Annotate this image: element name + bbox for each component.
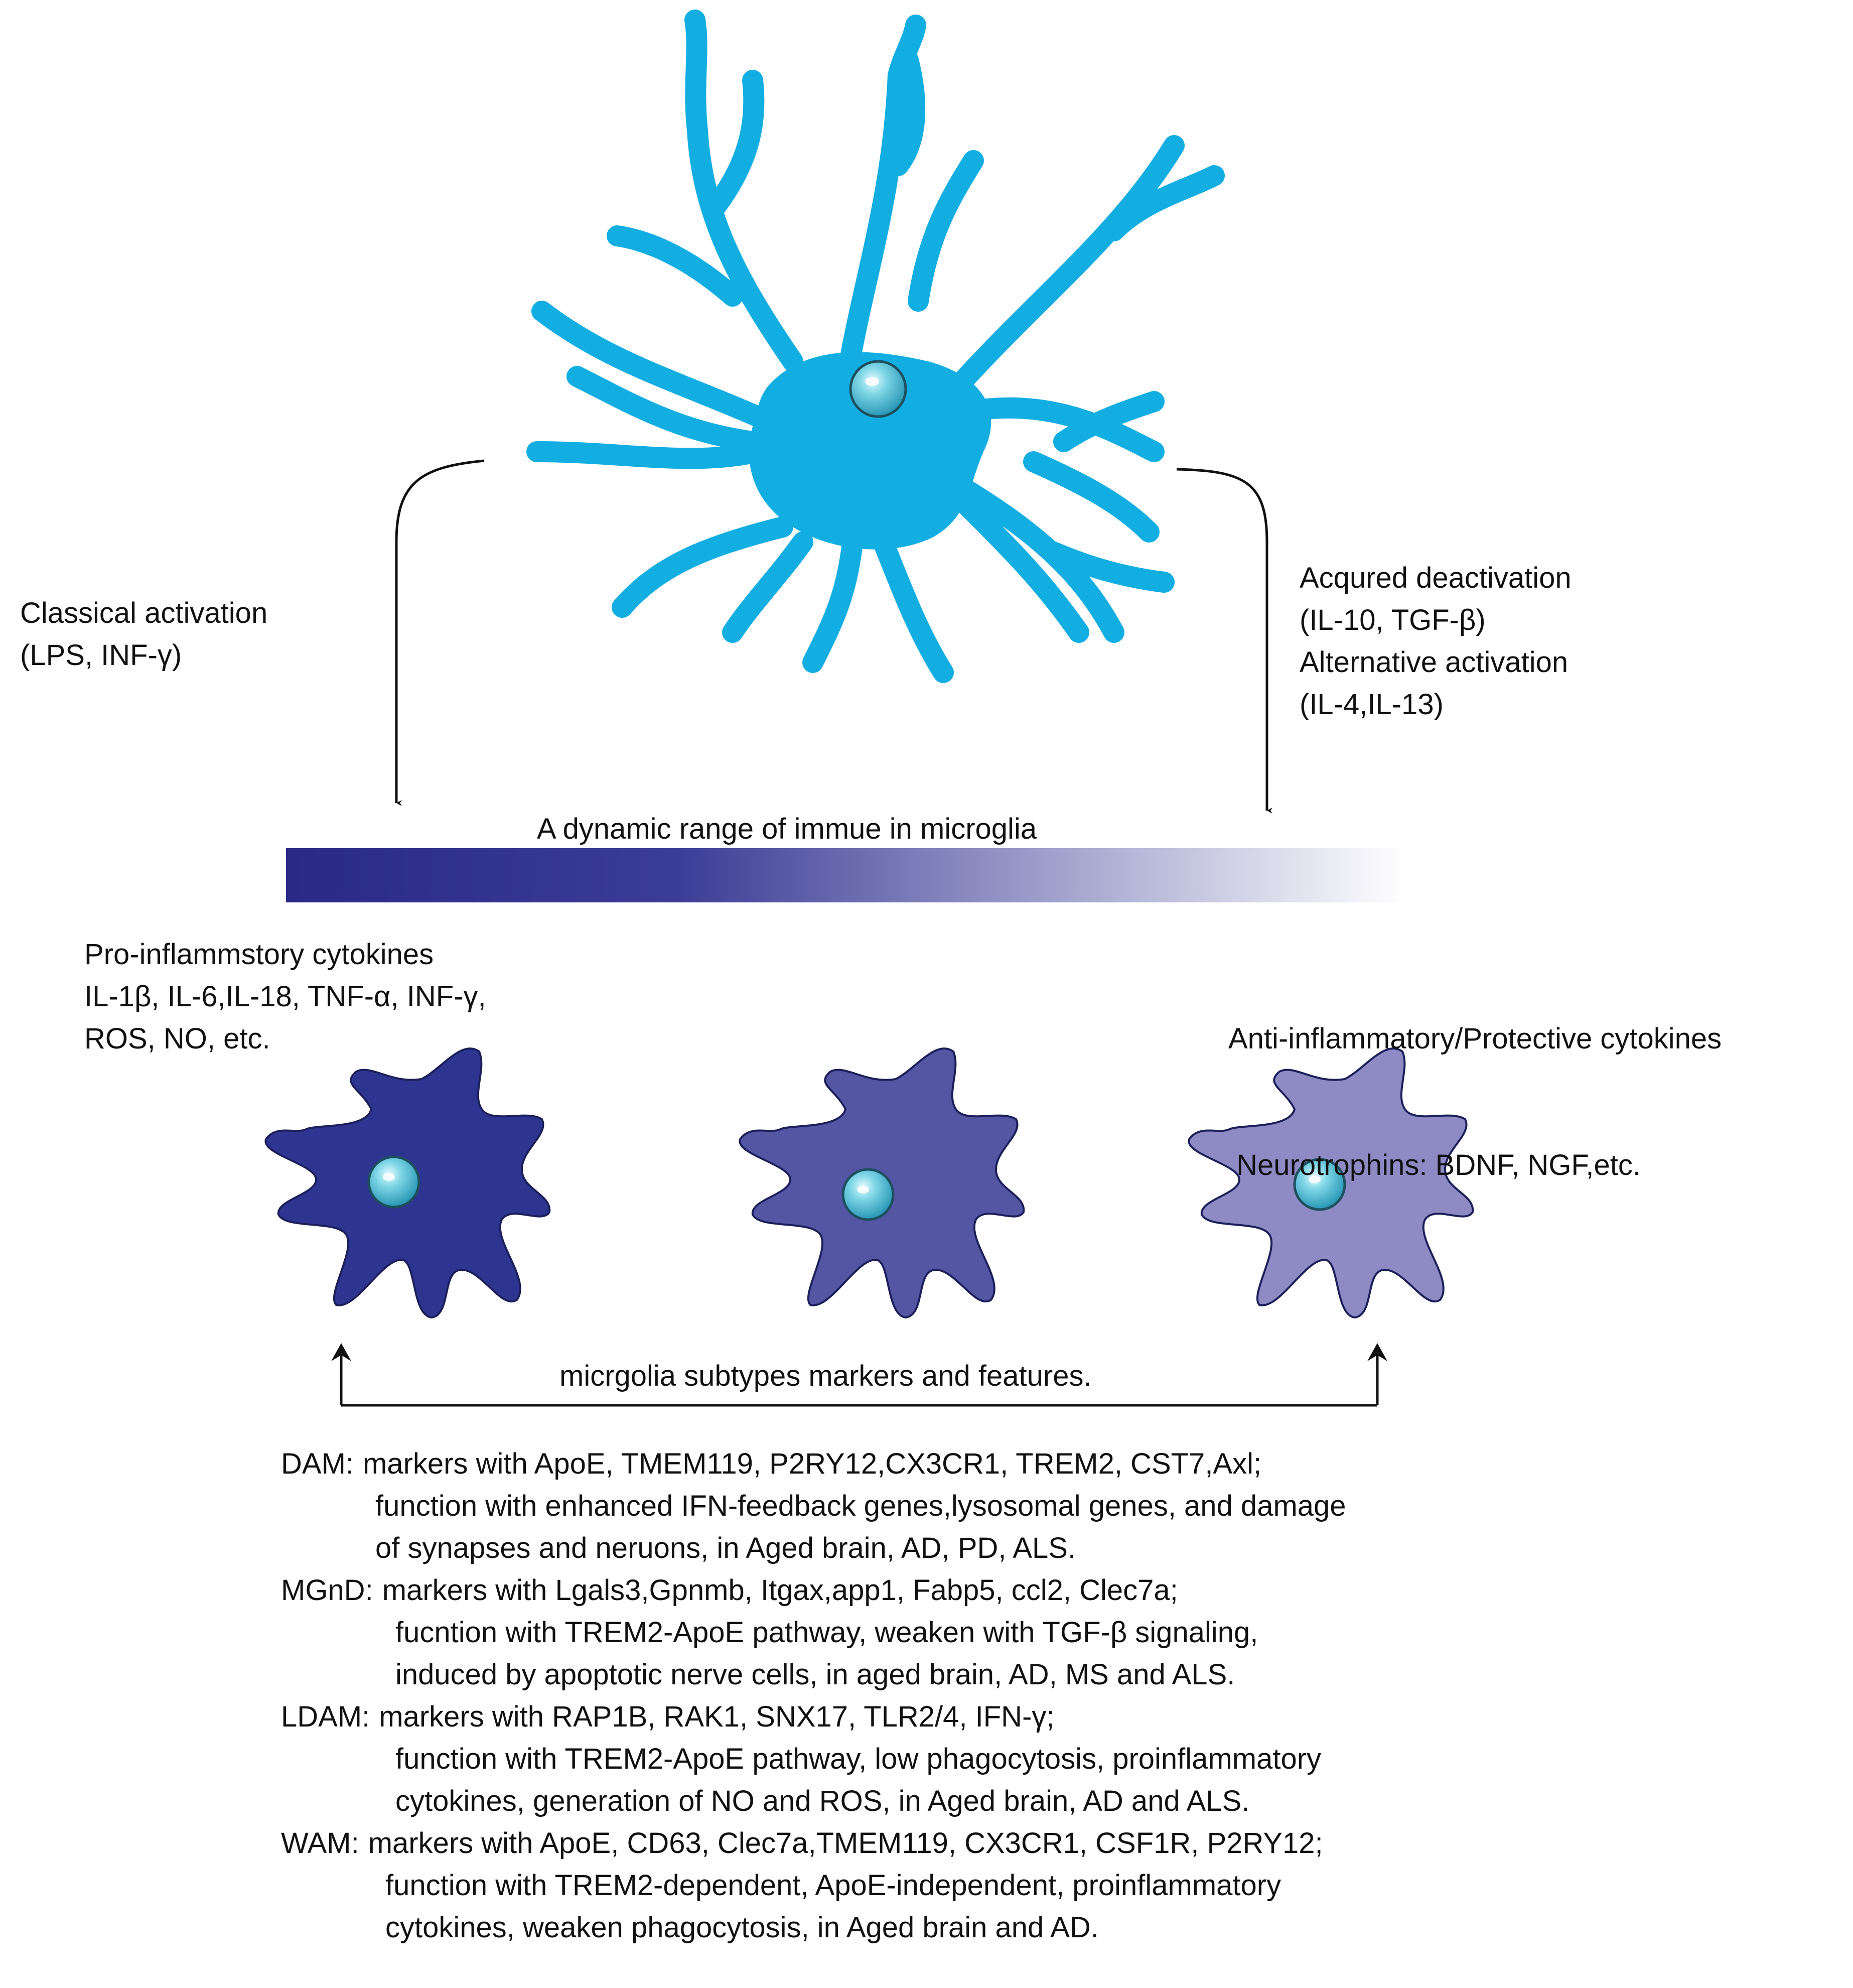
subtype-name: DAM: bbox=[281, 1447, 354, 1480]
alternative-activation-line: (IL-4,IL-13) bbox=[1300, 688, 1444, 721]
subtype-ldam: LDAM: markers with RAP1B, RAK1, SNX17, TL… bbox=[281, 1696, 1321, 1822]
immune-range-gradient-bar bbox=[286, 848, 1405, 902]
amoeboid-microglia-icon bbox=[739, 1047, 1025, 1319]
subtype-line: function with enhanced IFN-feedback gene… bbox=[375, 1490, 1346, 1522]
subtype-wam: WAM: markers with ApoE, CD63, Clec7a,TMEM… bbox=[281, 1822, 1323, 1949]
ramified-microglia-icon bbox=[526, 10, 1225, 683]
alternative-activation-line: (IL-10, TGF-β) bbox=[1300, 604, 1486, 636]
pro-inflammatory-label: Pro-inflammstory cytokines IL-1β, IL-6,I… bbox=[84, 934, 486, 1060]
alternative-activation-line: Alternative activation bbox=[1300, 646, 1569, 679]
pro-inflammatory-line: ROS, NO, etc. bbox=[84, 1022, 270, 1055]
pro-inflammatory-line: Pro-inflammstory cytokines bbox=[84, 938, 434, 971]
alternative-activation-label: Acqured deactivation (IL-10, TGF-β) Alte… bbox=[1300, 557, 1572, 726]
subtypes-bracket-arrow bbox=[340, 1346, 1379, 1407]
subtype-line: function with TREM2-dependent, ApoE-inde… bbox=[385, 1869, 1281, 1902]
anti-inflammatory-line: Anti-inflammatory/Protective cytokines bbox=[1228, 1022, 1722, 1055]
arrow-head-icon bbox=[331, 1343, 351, 1361]
subtypes-label: micrgolia subtypes markers and features. bbox=[559, 1360, 1092, 1392]
subtype-mgnd: MGnD: markers with Lgals3,Gpnmb, Itgax,ap… bbox=[281, 1569, 1258, 1696]
classical-activation-line: Classical activation bbox=[20, 597, 268, 629]
subtype-line: markers with RAP1B, RAK1, SNX17, TLR2/4,… bbox=[379, 1700, 1055, 1733]
pro-inflammatory-line: IL-1β, IL-6,IL-18, TNF-α, INF-γ, bbox=[84, 980, 486, 1013]
subtype-line: fucntion with TREM2-ApoE pathway, weaken… bbox=[395, 1616, 1258, 1649]
cell-nucleus-icon bbox=[367, 1155, 420, 1209]
cell-nucleus-icon bbox=[849, 360, 907, 418]
amoeboid-microglia-icon bbox=[264, 1047, 551, 1319]
cell-nucleus-icon bbox=[841, 1168, 895, 1221]
amoeboid-microglia-icon bbox=[1188, 1047, 1474, 1319]
alternative-activation-line: Acqured deactivation bbox=[1300, 562, 1572, 594]
classical-activation-label: Classical activation (LPS, INF-γ) bbox=[20, 592, 267, 677]
classical-activation-arrow bbox=[395, 459, 485, 806]
subtype-line: markers with ApoE, CD63, Clec7a,TMEM119,… bbox=[368, 1827, 1323, 1860]
dynamic-range-label: A dynamic range of immue in microglia bbox=[537, 813, 1037, 845]
subtype-line: cytokines, generation of NO and ROS, in … bbox=[395, 1785, 1250, 1817]
classical-activation-line: (LPS, INF-γ) bbox=[20, 639, 182, 672]
subtype-line: markers with Lgals3,Gpnmb, Itgax,app1, F… bbox=[382, 1574, 1178, 1607]
subtype-line: induced by apoptotic nerve cells, in age… bbox=[395, 1658, 1235, 1691]
subtype-name: WAM: bbox=[281, 1827, 359, 1860]
cell-nucleus-icon bbox=[1293, 1158, 1346, 1211]
subtype-name: LDAM: bbox=[281, 1700, 370, 1733]
subtype-line: function with TREM2-ApoE pathway, low ph… bbox=[395, 1743, 1322, 1775]
anti-inflammatory-line: Neurotrophins: BDNF, NGF,etc. bbox=[1228, 1149, 1641, 1181]
subtype-line: markers with ApoE, TMEM119, P2RY12,CX3CR… bbox=[363, 1447, 1262, 1480]
subtype-name: MGnD: bbox=[281, 1574, 373, 1607]
subtype-line: cytokines, weaken phagocytosis, in Aged … bbox=[385, 1911, 1099, 1944]
subtype-dam: DAM: markers with ApoE, TMEM119, P2RY12,C… bbox=[281, 1443, 1346, 1569]
anti-inflammatory-label: Anti-inflammatory/Protective cytokines N… bbox=[1228, 934, 1722, 1271]
subtype-line: of synapses and neruons, in Aged brain, … bbox=[375, 1532, 1076, 1564]
arrow-head-icon bbox=[1367, 1343, 1387, 1361]
alternative-activation-arrow bbox=[1176, 468, 1272, 814]
